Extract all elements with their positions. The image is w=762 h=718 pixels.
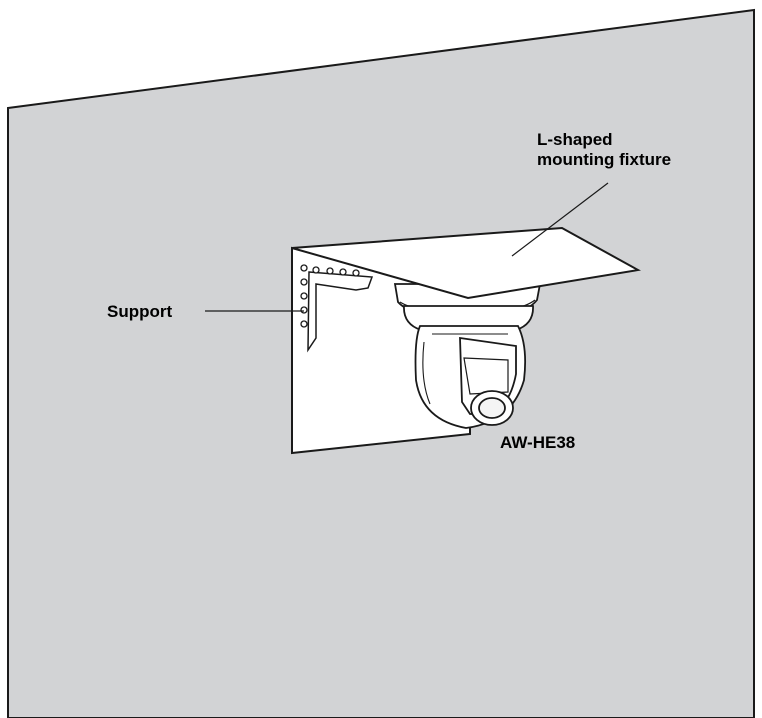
fixture-label-line2: mounting fixture [537,150,672,169]
camera-aw-he38 [393,283,542,429]
camera-model-label: AW-HE38 [500,433,576,452]
fixture-label: L-shaped mounting fixture [537,130,671,170]
support-holes [300,264,360,328]
support-bracket [307,271,374,353]
fixture-label-line1: L-shaped [537,130,613,149]
leader-line-fixture [511,182,609,257]
fixture-horizontal-plate [291,226,642,300]
support-label: Support [107,302,173,321]
